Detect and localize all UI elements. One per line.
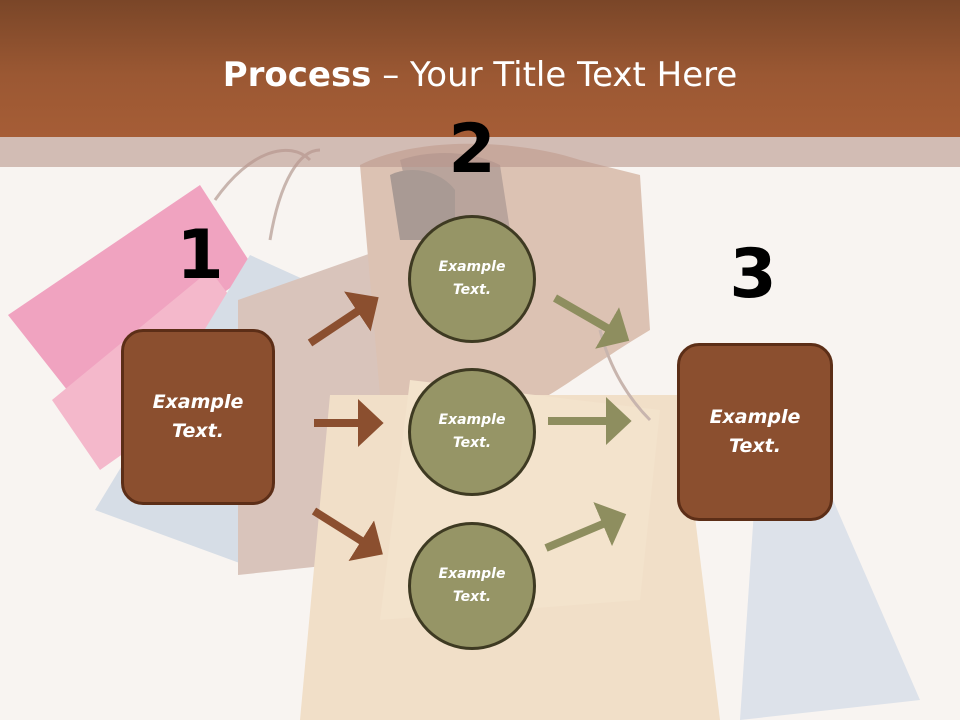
step-number-1: 1 (176, 216, 224, 295)
circle-2-text: Example Text. (438, 412, 506, 451)
step-3-text: Example Text. (709, 406, 801, 457)
step-number-2: 2 (448, 110, 496, 189)
slide-title-rest: – Your Title Text Here (371, 55, 738, 95)
circle-3-text: Example Text. (438, 566, 506, 605)
step-1-box[interactable]: Example Text. (121, 329, 275, 505)
slide-title-bold: Process (222, 55, 372, 95)
step-number-3: 3 (729, 235, 777, 314)
step-1-text: Example Text. (152, 391, 244, 442)
step-2-circle-2[interactable]: Example Text. (408, 368, 536, 496)
step-2-circle-3[interactable]: Example Text. (408, 522, 536, 650)
step-3-box[interactable]: Example Text. (677, 343, 833, 521)
title-bar-band (0, 137, 960, 167)
title-bar (0, 0, 960, 137)
circle-1-text: Example Text. (438, 259, 506, 298)
step-2-circle-1[interactable]: Example Text. (408, 215, 536, 343)
slide-title[interactable]: Process – Your Title Text Here (0, 52, 960, 98)
